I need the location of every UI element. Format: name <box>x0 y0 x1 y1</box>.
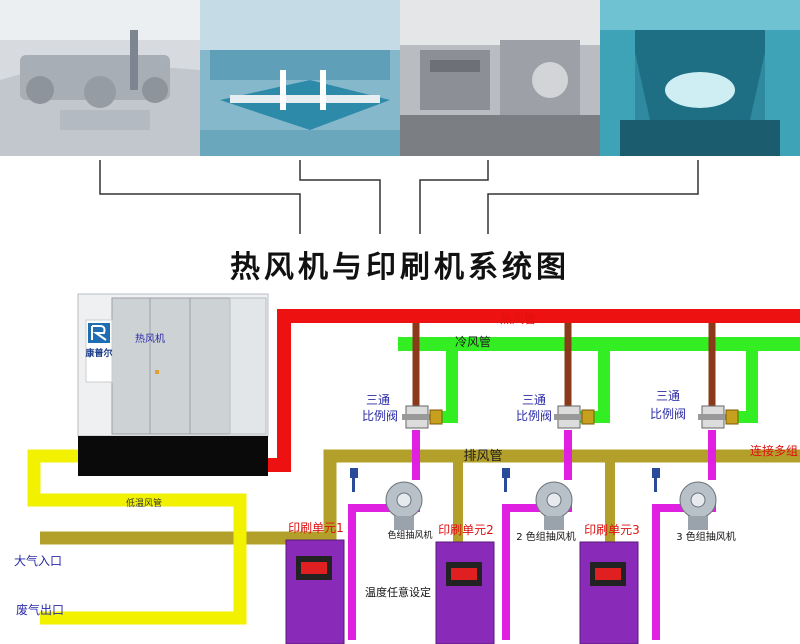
valve-2-label-line1: 三通 <box>522 393 546 407</box>
unit-2-label: 印刷单元2 <box>438 523 494 537</box>
photo-workshop-3 <box>400 0 600 156</box>
fan-1-icon <box>385 481 423 530</box>
connector-line-1 <box>99 160 301 234</box>
fan-3-label: 3 色组抽风机 <box>676 530 736 543</box>
valve-2-label-line2: 比例阀 <box>516 409 552 423</box>
hot-air-pipe-label: 热风管 <box>500 311 536 326</box>
valve-1-label-line2: 比例阀 <box>362 409 398 423</box>
printing-unit-2 <box>435 541 495 644</box>
valve-1-label-line1: 三通 <box>366 393 390 407</box>
connect-more-label: 连接多组 <box>750 443 798 458</box>
valve-3 <box>698 405 739 429</box>
low-temp-pipe <box>27 449 247 625</box>
printing-unit-3 <box>579 541 639 644</box>
temp-sensors <box>350 468 660 492</box>
fan-1-label: 色组抽风机 <box>387 529 432 541</box>
cold-air-pipe-label: 冷风管 <box>455 334 491 349</box>
hot-air-pipe <box>268 309 800 472</box>
heater-brand: 康普尔 <box>85 347 112 359</box>
connector-line-4 <box>487 160 699 234</box>
photo-strip <box>0 0 800 156</box>
low-temp-pipe-label: 低温风管 <box>126 497 162 509</box>
valve-1 <box>402 405 443 429</box>
exhaust-drops <box>453 456 615 542</box>
hot-feed-pipes <box>412 323 716 408</box>
valve-3-label-line2: 比例阀 <box>650 407 686 421</box>
valve-2 <box>554 405 595 429</box>
photo-workshop-2 <box>200 0 400 156</box>
valve-3-label-line1: 三通 <box>656 389 680 403</box>
heater-label: 热风机 <box>135 332 165 345</box>
photo-workshop-1 <box>0 0 200 156</box>
unit-3-label: 印刷单元3 <box>584 523 640 537</box>
connector-lines <box>99 160 699 234</box>
air-inlet-label: 大气入口 <box>14 553 62 568</box>
exhaust-pipe-label: 排风管 <box>463 449 502 464</box>
connector-line-2 <box>299 160 381 234</box>
page-title: 热风机与印刷机系统图 <box>230 250 570 285</box>
heater-unit: 康普尔 热风机 <box>77 293 269 476</box>
waste-outlet-label: 废气出口 <box>16 602 64 617</box>
brand-logo-icon <box>88 323 110 343</box>
fan-3-icon <box>679 481 717 530</box>
temp-setting-label: 温度任意设定 <box>365 585 431 599</box>
unit-1-label: 印刷单元1 <box>288 521 344 535</box>
connector-line-3 <box>419 160 489 234</box>
fan-2-icon <box>535 481 573 530</box>
system-diagram: 康普尔 热风机 热风管 冷风管 排风管 低温风管 <box>14 293 800 644</box>
printing-unit-1 <box>285 539 345 644</box>
fan-2-label: 2 色组抽风机 <box>516 530 576 543</box>
photo-workshop-4 <box>600 0 800 156</box>
